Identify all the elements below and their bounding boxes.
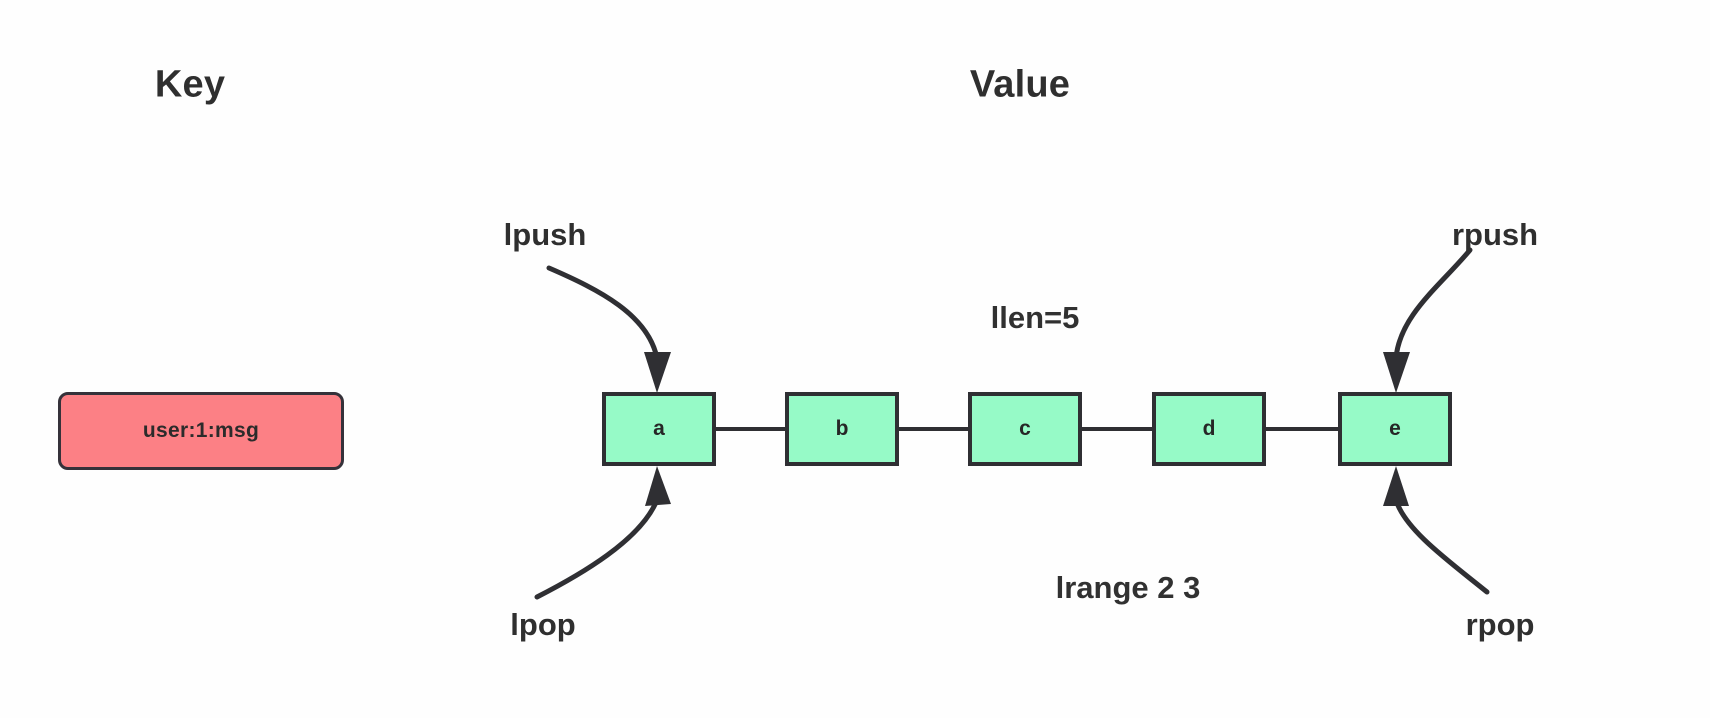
rpop-arrowhead [1383,466,1409,506]
column-header-key: Key [154,63,226,106]
list-node-label: c [1019,417,1031,440]
column-header-value: Value [969,63,1071,106]
annotation-lrange: lrange 2 3 [1055,570,1201,605]
list-node-a[interactable]: a [602,392,716,466]
op-label-lpush: lpush [503,217,587,252]
list-node-d[interactable]: d [1152,392,1266,466]
lpush-curve-path [546,265,660,361]
list-node-b[interactable]: b [785,392,899,466]
key-box-label: user:1:msg [142,419,260,442]
lpop-curve-path [534,497,660,600]
list-node-label: d [1202,417,1216,440]
rpush-arrowhead [1383,352,1410,393]
list-node-label: e [1389,417,1401,440]
lpush-arrow [546,265,671,393]
rpush-arrow [1383,247,1473,393]
rpop-curve-path [1393,497,1490,595]
annotation-llen: llen=5 [990,300,1080,335]
rpush-curve-path [1393,247,1473,361]
list-node-label: a [653,417,665,440]
list-node-e[interactable]: e [1338,392,1452,466]
key-box[interactable]: user:1:msg [58,392,344,470]
list-node-c[interactable]: c [968,392,1082,466]
list-node-label: b [835,417,849,440]
op-label-rpush: rpush [1451,217,1539,252]
op-label-lpop: lpop [510,607,576,642]
lpop-arrow [534,466,671,600]
rpop-arrow [1383,466,1490,595]
lpop-arrowhead [645,466,671,506]
op-label-rpop: rpop [1465,607,1535,642]
lpush-arrowhead [644,352,671,393]
